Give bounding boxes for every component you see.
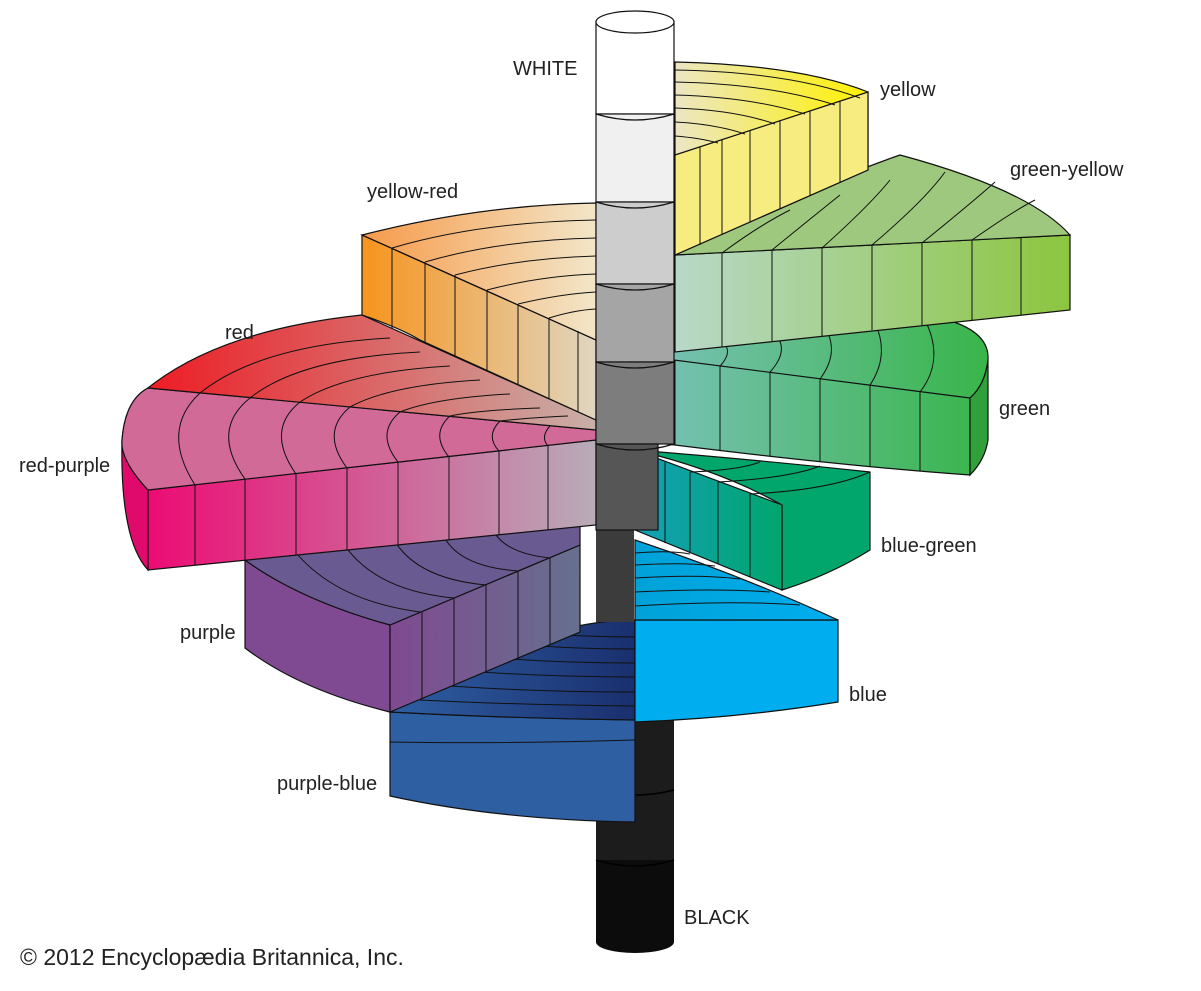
label-purple-blue: purple-blue	[277, 773, 378, 795]
label-yellow-red: yellow-red	[367, 181, 459, 203]
copyright-credit: © 2012 Encyclopædia Britannica, Inc.	[20, 944, 404, 970]
label-yellow: yellow	[880, 79, 936, 101]
sector-red	[146, 314, 597, 431]
label-purple: purple	[180, 622, 236, 644]
label-blue-green: blue-green	[881, 535, 977, 557]
label-blue: blue	[849, 684, 887, 706]
label-red: red	[225, 322, 254, 344]
sector-yellow	[674, 61, 869, 256]
sector-red-purple	[121, 387, 597, 572]
label-red-purple: red-purple	[19, 455, 111, 477]
label-green-yellow: green-yellow	[1010, 159, 1124, 181]
label-black: BLACK	[684, 907, 750, 929]
sector-purple-blue	[388, 619, 636, 823]
sector-blue	[634, 539, 839, 723]
sector-yellow-red	[360, 202, 597, 421]
label-green: green	[999, 398, 1051, 420]
sector-green-yellow	[674, 154, 1072, 353]
label-white: WHITE	[513, 58, 578, 80]
value-pole	[595, 10, 675, 622]
